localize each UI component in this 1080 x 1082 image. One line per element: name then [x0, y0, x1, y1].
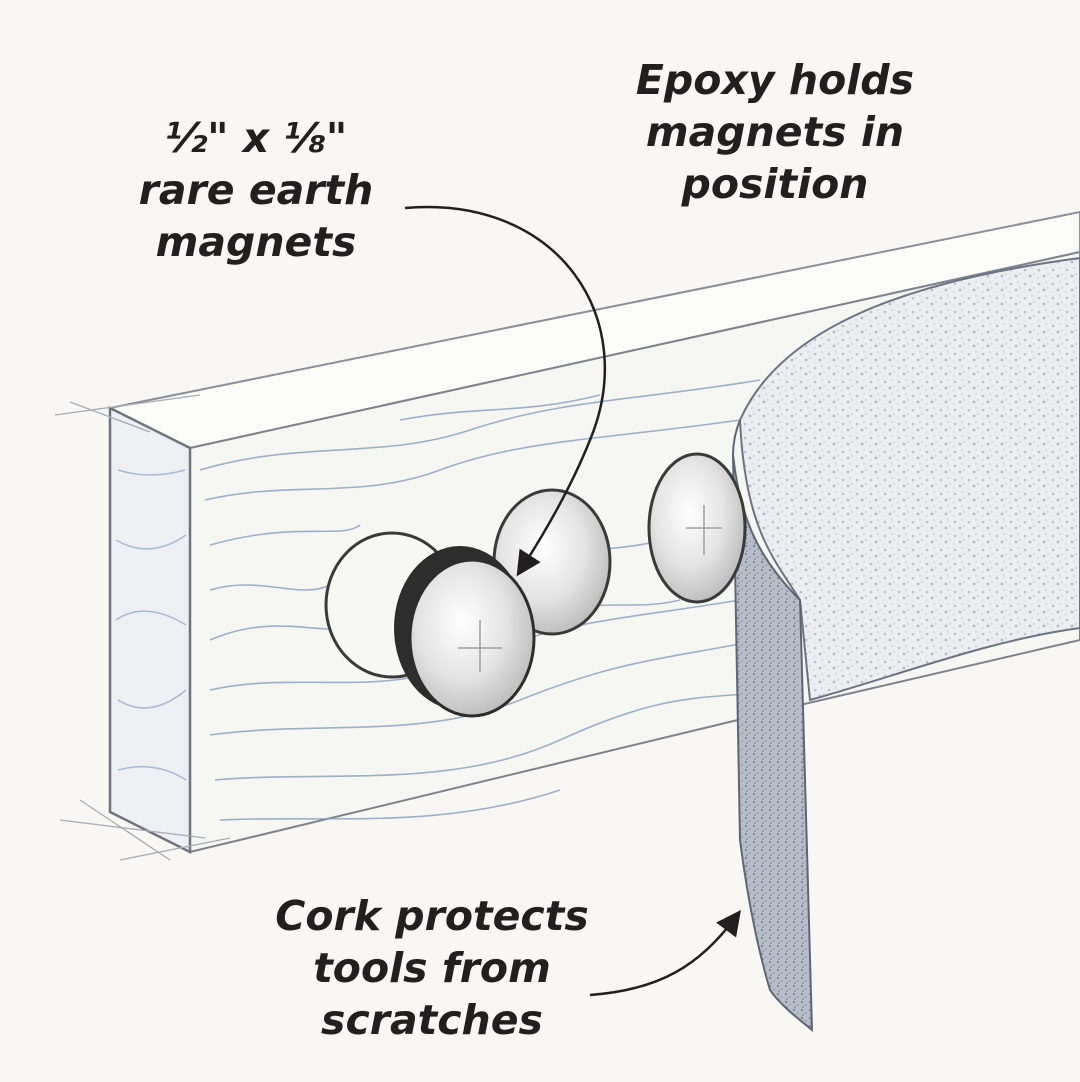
wood-grain-lines [199, 379, 791, 821]
cork-callout-line-1: Cork protects [275, 892, 589, 940]
cork-callout: Cork protects tools from scratches [246, 890, 618, 1046]
epoxy-callout-line-1: Epoxy holds [635, 56, 915, 104]
magnet-front [408, 558, 536, 718]
magnets-callout: ½" x ⅛" rare earth magnets [118, 112, 394, 268]
magnets-leader-arrow [404, 205, 607, 577]
construction-lines [54, 394, 231, 861]
magnets-callout-line-1: ½" x ⅛" [164, 114, 348, 162]
rare-earth-magnets [324, 452, 747, 718]
cork-strip [732, 256, 1080, 1033]
epoxy-callout-line-2: magnets in [645, 108, 905, 156]
epoxy-callout-line-3: position [681, 160, 869, 208]
wood-bar-end-face [108, 405, 192, 855]
cork-strip-face [738, 256, 1080, 702]
cork-strip-edge [732, 454, 814, 1033]
cork-leader-arrow [589, 909, 741, 997]
end-grain-lines [115, 469, 187, 781]
epoxy-callout: Epoxy holds magnets in position [600, 54, 950, 210]
magnets-callout-line-2: rare earth [138, 166, 374, 214]
cork-callout-line-2: tools from [313, 944, 551, 992]
magnets-callout-line-3: magnets [155, 218, 357, 266]
cork-callout-line-3: scratches [321, 996, 543, 1044]
magnet-center-mark [458, 620, 502, 672]
